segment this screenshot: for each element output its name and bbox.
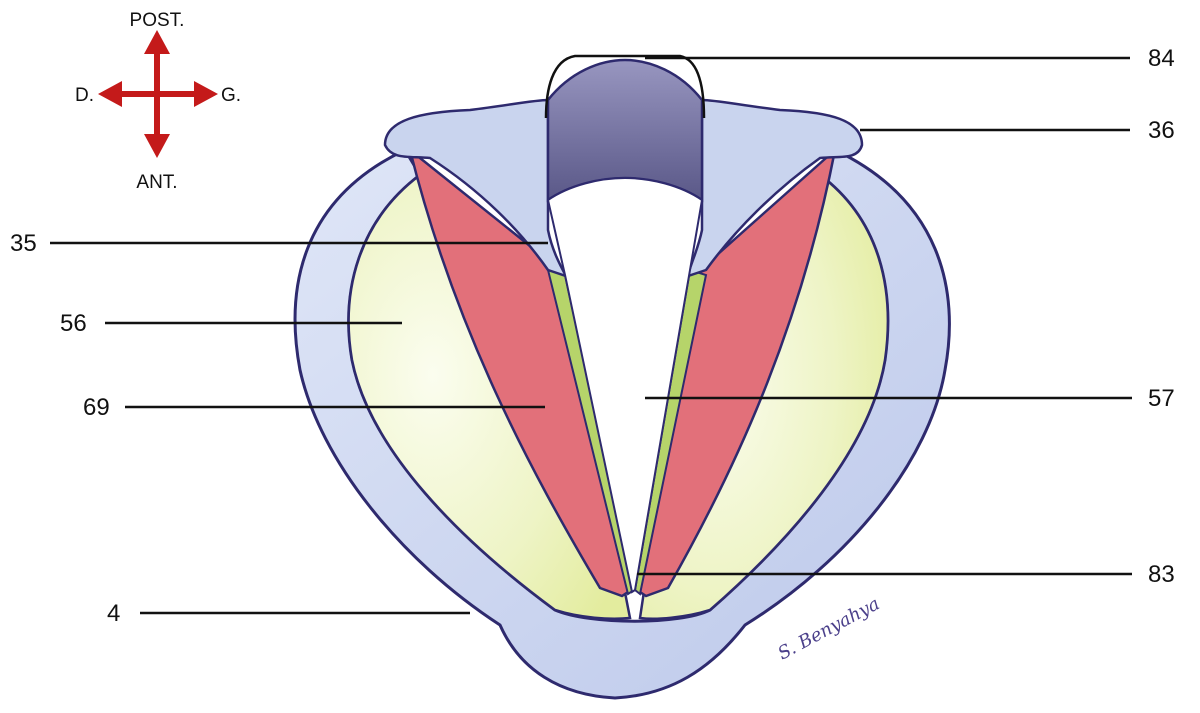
label-56: 56: [60, 310, 87, 337]
arrow-left-icon: [98, 81, 122, 107]
label-69: 69: [83, 394, 110, 421]
compass-label-right-side: D.: [75, 85, 94, 106]
label-4: 4: [107, 600, 120, 627]
compass-label-left-side: G.: [221, 85, 241, 106]
label-83: 83: [1148, 561, 1175, 588]
compass-label-posterior: POST.: [130, 10, 185, 31]
label-84: 84: [1148, 45, 1175, 72]
label-36: 36: [1148, 117, 1175, 144]
arrow-right-icon: [194, 81, 218, 107]
arrow-down-icon: [144, 134, 170, 158]
label-57: 57: [1148, 385, 1175, 412]
arrow-up-icon: [144, 30, 170, 54]
label-35: 35: [10, 230, 37, 257]
artist-signature: S. Benyahya: [774, 593, 883, 664]
compass-label-anterior: ANT.: [136, 172, 177, 193]
orientation-compass: POST. ANT. D. G.: [75, 10, 241, 193]
